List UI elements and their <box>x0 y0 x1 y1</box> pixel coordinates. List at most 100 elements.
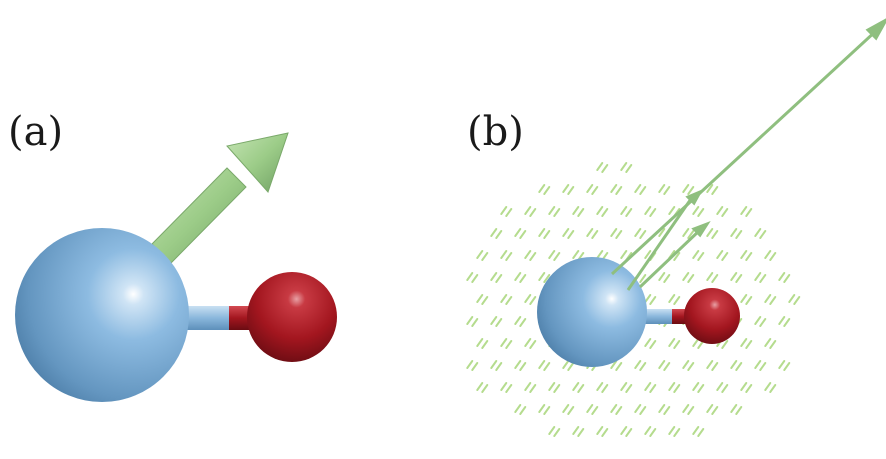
field-arrow <box>601 164 609 173</box>
panel-b <box>466 18 886 437</box>
field-arrow <box>562 404 570 413</box>
field-arrow <box>706 184 714 193</box>
field-arrow <box>639 406 647 415</box>
field-arrow <box>596 206 604 215</box>
field-arrow <box>716 382 724 391</box>
field-arrow <box>625 428 633 437</box>
field-arrow <box>524 206 532 215</box>
field-arrow <box>495 274 503 283</box>
field-arrow <box>572 382 580 391</box>
field-arrow <box>553 428 561 437</box>
field-arrow <box>505 208 513 217</box>
field-arrow <box>706 404 714 413</box>
field-arrow <box>562 228 570 237</box>
field-arrow <box>471 362 479 371</box>
field-arrow <box>764 382 772 391</box>
field-arrow <box>524 338 532 347</box>
field-arrow <box>514 316 522 325</box>
field-arrow <box>490 360 498 369</box>
field-arrow <box>548 426 556 435</box>
panel-label-a: (a) <box>8 109 64 155</box>
small-atom-a <box>247 272 337 362</box>
field-arrow <box>687 186 695 195</box>
field-arrow <box>673 296 681 305</box>
field-arrow <box>572 250 580 259</box>
field-arrow <box>673 252 681 261</box>
field-arrow <box>764 338 772 347</box>
field-arrow <box>692 426 700 435</box>
field-arrow <box>548 382 556 391</box>
field-arrow <box>543 274 551 283</box>
field-arrow <box>500 294 508 303</box>
field-arrow <box>682 184 690 193</box>
field-arrow <box>577 208 585 217</box>
field-arrow <box>586 184 594 193</box>
field-arrow <box>778 272 786 281</box>
field-arrow <box>548 250 556 259</box>
field-arrow <box>668 206 676 215</box>
field-arrow <box>740 294 748 303</box>
field-arrow <box>721 252 729 261</box>
field-arrow <box>538 272 546 281</box>
field-arrow <box>543 230 551 239</box>
field-arrow <box>615 362 623 371</box>
field-arrow <box>620 250 628 259</box>
field-arrow <box>687 362 695 371</box>
field-arrow <box>649 208 657 217</box>
field-arrow <box>721 384 729 393</box>
field-arrow <box>529 208 537 217</box>
field-arrow <box>490 228 498 237</box>
field-arrow <box>735 362 743 371</box>
field-arrow <box>495 318 503 327</box>
field-arrow <box>567 362 575 371</box>
field-arrow <box>769 296 777 305</box>
field-arrow <box>663 274 671 283</box>
field-arrow <box>759 318 767 327</box>
field-arrow <box>476 382 484 391</box>
field-arrow <box>716 250 724 259</box>
field-arrow <box>658 228 666 237</box>
field-arrow <box>553 384 561 393</box>
field-arrow <box>697 208 705 217</box>
field-arrow <box>524 294 532 303</box>
field-arrow <box>596 426 604 435</box>
dipole-arrow-a <box>151 132 289 264</box>
field-arrow <box>538 360 546 369</box>
field-arrow <box>697 252 705 261</box>
field-arrow <box>759 230 767 239</box>
field-arrow <box>745 252 753 261</box>
field-arrow <box>745 340 753 349</box>
dipole-arrows-b <box>610 18 886 291</box>
field-arrow <box>529 296 537 305</box>
field-arrow <box>567 406 575 415</box>
field-arrow <box>610 360 618 369</box>
field-arrow <box>634 360 642 369</box>
field-arrow <box>644 250 652 259</box>
field-arrow <box>471 274 479 283</box>
field-arrow <box>514 360 522 369</box>
panel-a <box>15 132 337 402</box>
field-arrow <box>682 360 690 369</box>
field-arrow <box>769 384 777 393</box>
field-arrow <box>601 208 609 217</box>
panel-label-b: (b) <box>467 109 524 155</box>
field-arrow <box>687 274 695 283</box>
field-arrow <box>505 296 513 305</box>
field-arrow <box>500 338 508 347</box>
field-arrow <box>519 230 527 239</box>
field-arrow <box>668 382 676 391</box>
field-arrow <box>610 184 618 193</box>
field-arrow <box>649 384 657 393</box>
field-arrow <box>466 360 474 369</box>
field-arrow <box>754 316 762 325</box>
field-arrow <box>730 272 738 281</box>
field-arrow <box>577 384 585 393</box>
field-arrow <box>476 338 484 347</box>
field-arrow <box>615 230 623 239</box>
field-arrow <box>778 360 786 369</box>
field-arrow <box>625 164 633 173</box>
field-arrow <box>466 316 474 325</box>
field-arrow <box>625 208 633 217</box>
field-arrow <box>764 250 772 259</box>
field-arrow <box>735 230 743 239</box>
